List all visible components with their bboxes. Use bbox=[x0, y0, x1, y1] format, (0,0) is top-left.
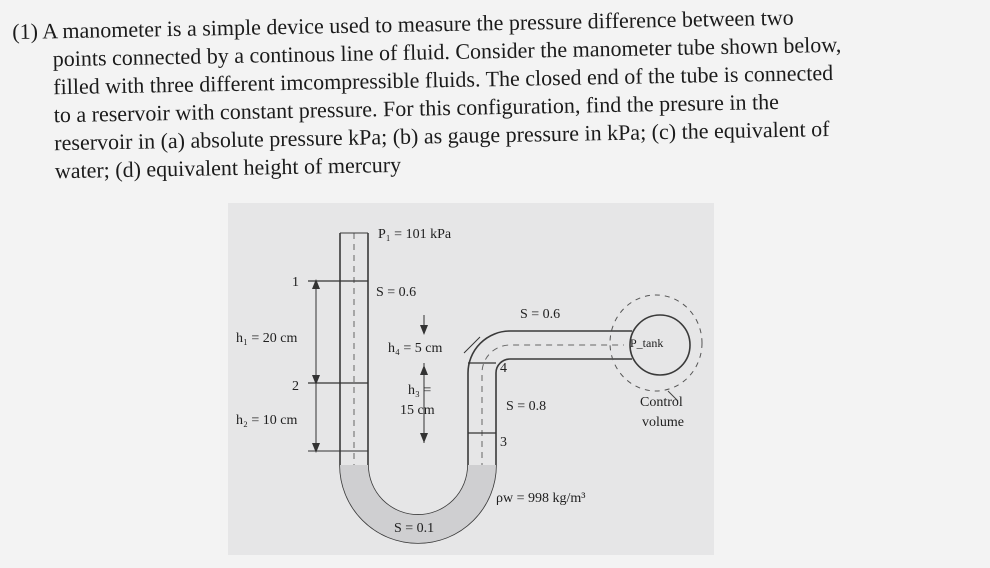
h2-arrow-down bbox=[312, 443, 320, 453]
label-s-mid: S = 0.8 bbox=[506, 399, 547, 414]
u-tube-inner bbox=[367, 233, 632, 516]
h3-arrow-up bbox=[420, 365, 428, 375]
control-volume-leader bbox=[667, 390, 679, 402]
h3-arrow-down bbox=[420, 433, 428, 443]
label-point-2: 2 bbox=[292, 379, 299, 394]
label-s-left: S = 0.6 bbox=[376, 285, 417, 300]
bottom-fluid-fill bbox=[340, 465, 496, 543]
label-s-bottom: S = 0.1 bbox=[394, 521, 435, 536]
label-h3-bottom: 15 cm bbox=[400, 403, 435, 418]
label-rho-w: ρw = 998 kg/m³ bbox=[496, 491, 586, 506]
label-p-tank: P_tank bbox=[630, 336, 664, 350]
label-point-4: 4 bbox=[500, 361, 507, 376]
h1-arrow-down bbox=[312, 375, 320, 385]
control-volume-outline bbox=[609, 294, 703, 392]
label-s-right: S = 0.6 bbox=[520, 307, 561, 322]
question-text: (1) A manometer is a simple device used … bbox=[12, 0, 983, 186]
label-h2: h₂ = 10 cm bbox=[236, 413, 298, 428]
label-h1: h₁ = 20 cm bbox=[236, 331, 298, 346]
label-h3-top: h₃ = bbox=[408, 383, 432, 398]
label-point-1: 1 bbox=[292, 275, 299, 290]
label-h4: h₄ = 5 cm bbox=[388, 341, 443, 356]
manometer-figure: P₁ = 101 kPa S = 0.6 S = 0.6 P_tank h₁ =… bbox=[228, 203, 714, 555]
label-volume: volume bbox=[642, 415, 684, 430]
label-point-3: 3 bbox=[500, 435, 507, 450]
manometer-diagram bbox=[308, 232, 703, 544]
tank bbox=[629, 314, 691, 376]
label-p1: P₁ = 101 kPa bbox=[378, 227, 452, 242]
h4-label-leader bbox=[463, 336, 481, 354]
h1-arrow-up bbox=[312, 279, 320, 289]
label-control: Control bbox=[640, 395, 683, 410]
